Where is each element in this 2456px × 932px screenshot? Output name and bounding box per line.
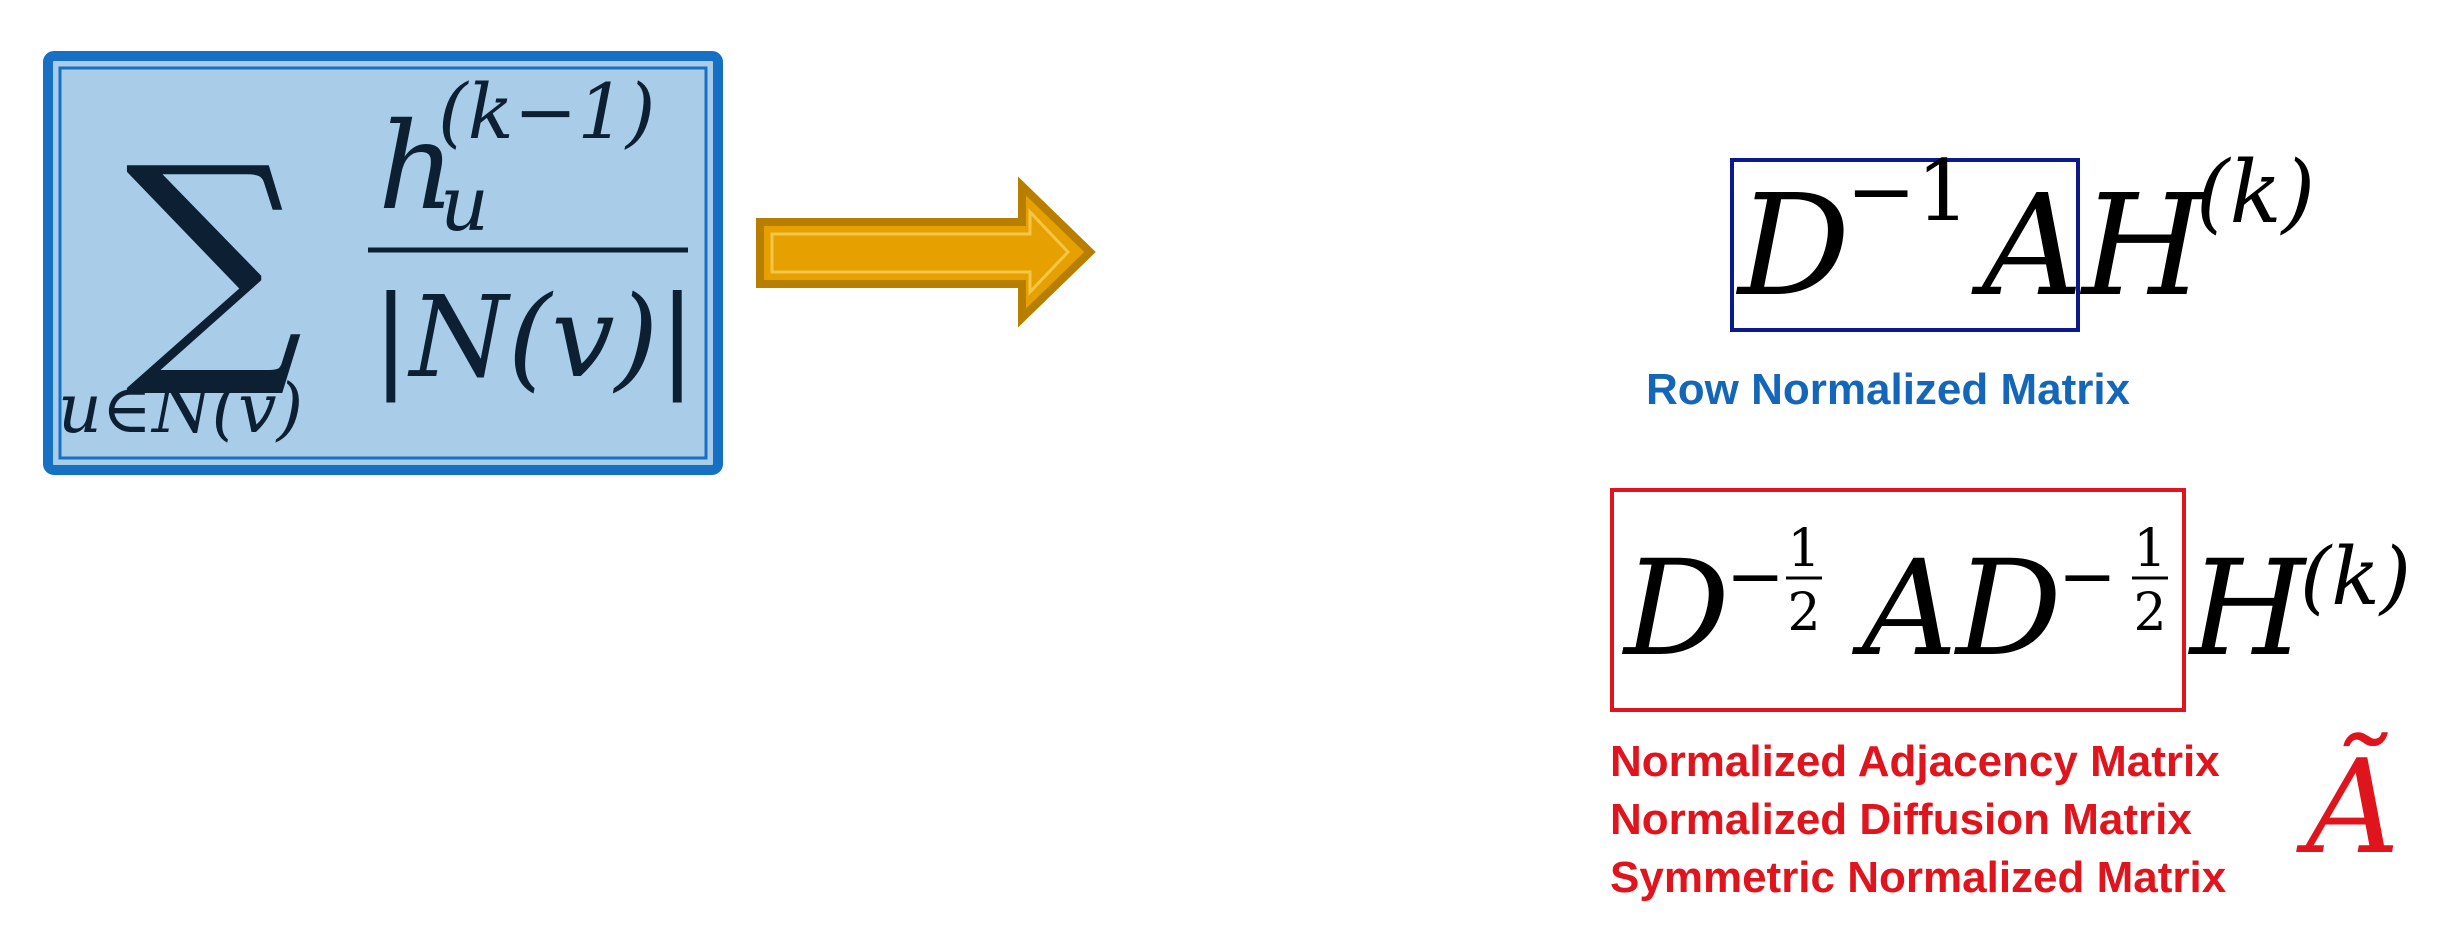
exp1-minus: − [1726, 535, 1785, 617]
denominator: |N(v)| [372, 273, 696, 403]
symbol-D-second: D [1954, 532, 2062, 686]
numerator-superscript: (k−1) [438, 67, 655, 156]
symbol-H-bottom: H [2188, 532, 2308, 686]
arrow-shape [756, 176, 1096, 328]
caption-normalized-adjacency: Normalized Adjacency Matrix [1610, 737, 2220, 786]
a-tilde-symbol: Ã [2296, 731, 2400, 883]
H-bottom-superscript: (k) [2300, 530, 2411, 623]
mean-aggregation-formula: ∑ u∈N(v) h u (k−1) |N(v)| [43, 51, 723, 475]
exp1-numerator: 1 [1787, 519, 1820, 579]
exp1-denominator: 2 [1787, 583, 1820, 643]
formula-box [43, 51, 723, 475]
H-superscript: (k) [2196, 143, 2315, 243]
exp2-numerator: 1 [2133, 519, 2166, 579]
normalized-matrix-captions: Normalized Adjacency Matrix Normalized D… [1610, 737, 2227, 902]
formula-box-inner-border [58, 66, 708, 460]
arrow-inner-line [770, 208, 1071, 296]
row-normalized-caption: Row Normalized Matrix [1646, 365, 2131, 414]
symbol-A: A [1971, 165, 2083, 328]
symbol-H: H [2079, 165, 2207, 328]
exp2-minus: − [2058, 535, 2117, 617]
exp2-denominator: 2 [2133, 583, 2166, 643]
row-normalized-formula: D −1 A H (k) [1730, 142, 2315, 332]
symbol-D: D [1735, 165, 1850, 328]
symmetric-normalized-formula: D − 1 2 A D − 1 2 H (k) [1610, 488, 2411, 712]
symbol-A-middle: A [1851, 532, 1957, 686]
symmetric-normalized-box [1610, 488, 2186, 712]
symbol-D-first: D [1622, 532, 1730, 686]
numerator-subscript: u [440, 159, 489, 248]
numerator-base: h [378, 98, 455, 237]
caption-symmetric-normalized: Symmetric Normalized Matrix [1610, 853, 2227, 902]
sum-index: u∈N(v) [58, 370, 303, 449]
right-arrow [756, 176, 1096, 328]
caption-normalized-diffusion: Normalized Diffusion Matrix [1610, 795, 2192, 844]
sum-symbol: ∑ [125, 113, 303, 404]
D-exponent: −1 [1846, 142, 1970, 240]
row-normalized-box [1730, 158, 2080, 332]
